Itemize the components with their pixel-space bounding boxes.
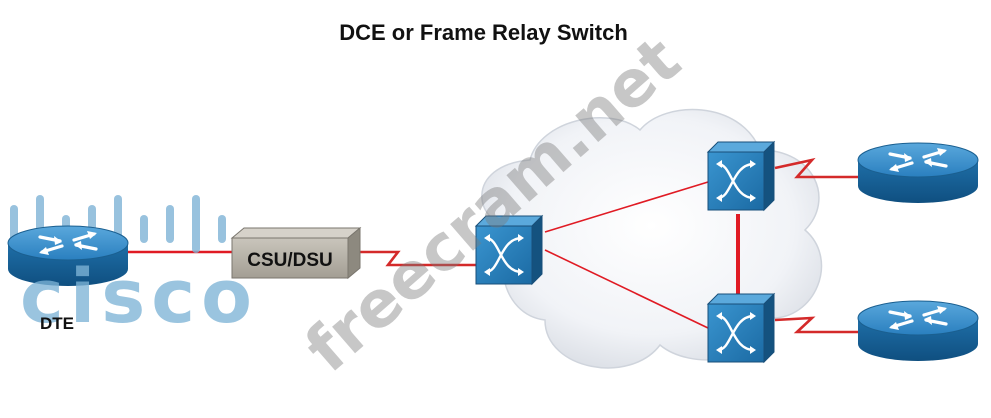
- switch-icon: [706, 292, 776, 364]
- router-icon: [856, 141, 980, 205]
- link-top-router: [774, 157, 862, 179]
- network-links: [125, 157, 862, 334]
- switch-icon: [706, 140, 776, 212]
- link-csu-switch: [325, 250, 477, 267]
- dte-label: DTE: [40, 314, 74, 333]
- link-edge-bottom: [544, 249, 709, 329]
- router-icon: [856, 299, 980, 363]
- link-bottom-router: [774, 316, 862, 334]
- cisco-wordmark: cisco: [20, 254, 258, 340]
- csu-dsu-box: CSU/DSU: [230, 226, 362, 280]
- link-edge-top: [544, 181, 709, 233]
- csu-dsu-label: CSU/DSU: [247, 250, 333, 271]
- diagram-title: DCE or Frame Relay Switch: [339, 20, 628, 45]
